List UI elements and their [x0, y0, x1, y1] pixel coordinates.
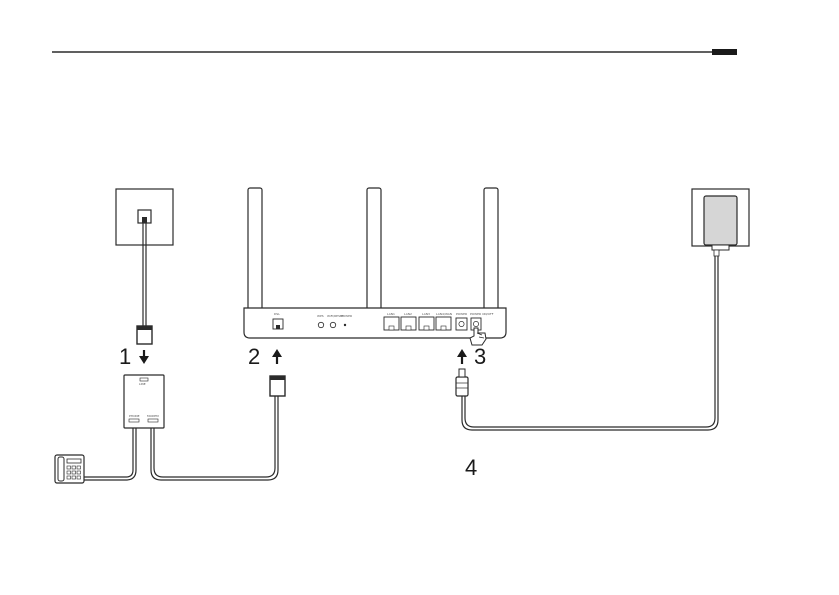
- dc-plug: [456, 377, 468, 396]
- router-lan4-wan-label: LAN4/WAN: [436, 313, 452, 316]
- router-wps-label: WPS: [317, 315, 324, 318]
- antenna-right: [484, 188, 498, 310]
- step-2-label: 2: [248, 346, 260, 368]
- phone-cable-handset-inner: [84, 428, 133, 477]
- power-led: [344, 324, 346, 326]
- power-adapter: [692, 189, 749, 256]
- router-antennas: [248, 188, 498, 310]
- splitter-modem-label: MODEM: [147, 415, 159, 418]
- splitter-line-label: LINE: [139, 383, 146, 386]
- step-3-label: 3: [474, 346, 486, 368]
- arrow-up-icon: [457, 349, 467, 364]
- wifi-reset-button: [330, 322, 335, 327]
- wall-jack: [116, 189, 173, 245]
- router-dsl-label: DSL: [274, 313, 280, 316]
- router-lan3-label: LAN3: [422, 313, 430, 316]
- arrow-down-icon: [139, 350, 149, 364]
- phone-cable-handset: [84, 428, 136, 480]
- wps-button: [318, 322, 323, 327]
- step-1-label: 1: [119, 346, 131, 368]
- router-power-port-label: POWER: [456, 313, 467, 316]
- telephone-icon: [55, 455, 84, 483]
- phone-cable-dsl: [151, 376, 285, 480]
- router-power-switch-label: POWER ON/OFF: [470, 313, 494, 316]
- antenna-left: [248, 188, 262, 310]
- router-power-led-label: POWER: [341, 315, 352, 318]
- header-bar: [712, 49, 737, 55]
- splitter-phone-label: PHONE: [129, 415, 140, 418]
- arrow-up-icon: [272, 349, 282, 364]
- step-4-label: 4: [465, 457, 477, 479]
- router-lan2-label: LAN2: [404, 313, 412, 316]
- antenna-middle: [367, 188, 381, 310]
- router-lan1-label: LAN1: [387, 313, 395, 316]
